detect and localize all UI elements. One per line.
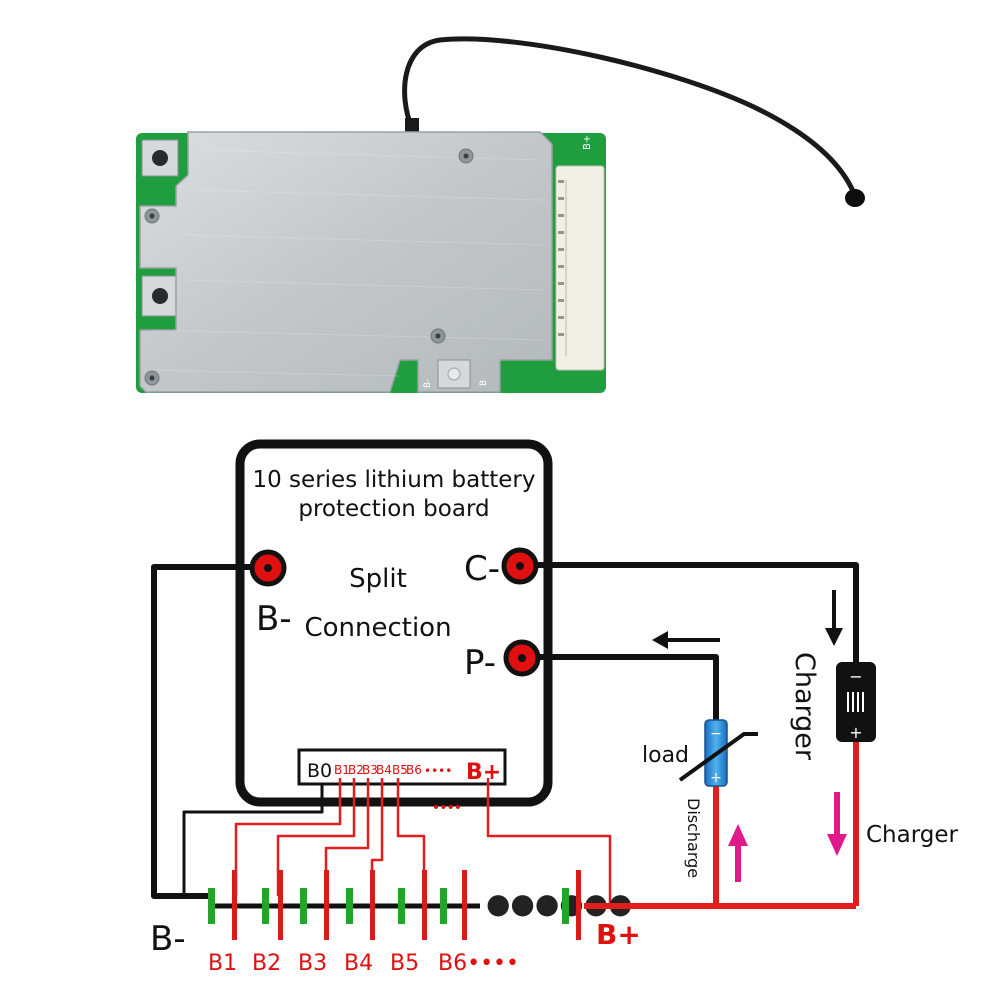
cell-b3 — [300, 870, 329, 940]
cell-string-b-minus: B- — [150, 919, 186, 959]
cell-b5 — [398, 870, 427, 940]
cell-b10 — [562, 870, 581, 940]
charger-down-arrow-black — [825, 590, 843, 646]
cell-b4 — [346, 870, 375, 940]
load-plus: + — [710, 770, 722, 786]
charger-down-arrow-magenta — [827, 792, 847, 856]
label-c-minus-terminal: C- — [464, 549, 500, 589]
label-p-minus-terminal: P- — [464, 643, 496, 683]
load-minus: − — [710, 726, 722, 742]
cell-label-b3: B3 — [298, 951, 327, 976]
wire-p-minus — [522, 654, 719, 722]
connector-pin-b3: B3 — [362, 763, 378, 777]
ntc-probe-tip — [845, 189, 865, 207]
discharge-arrow — [728, 824, 748, 882]
connector-pin-b1: B1 — [334, 763, 350, 777]
cell-label-b1: B1 — [208, 951, 237, 976]
ntc-probe-wire — [402, 36, 858, 199]
cell-b1 — [208, 870, 237, 940]
connector-pin-b5: B5 — [392, 763, 408, 777]
balance-connector — [555, 165, 605, 371]
load-direction-arrow — [652, 631, 720, 649]
protection-board-outline — [235, 439, 553, 807]
label-b-minus-terminal: B- — [256, 599, 292, 639]
load-label: load — [642, 743, 689, 768]
load-symbol: − + — [678, 719, 758, 787]
pcb-silk-b-minus: B- — [423, 379, 433, 388]
discharge-label: Discharge — [684, 798, 703, 878]
connector-b0: B0 — [307, 760, 332, 782]
bms-board-photo: B+ B- B — [136, 36, 865, 393]
charger-plus: + — [849, 723, 862, 742]
cell-label-b5: B5 — [390, 951, 419, 976]
connector-b-plus: B+ — [466, 760, 501, 785]
board-title-line2: protection board — [298, 496, 489, 522]
charger-side-label: Charger — [866, 822, 959, 848]
board-title-line1: 10 series lithium battery — [252, 467, 535, 493]
wire-c-minus — [520, 562, 859, 664]
split-connection-line1: Split — [349, 564, 407, 594]
board-terminals — [249, 547, 541, 677]
charger-vertical-label: Charger — [789, 652, 820, 761]
cell-b6 — [440, 870, 467, 940]
cell-label-b2: B2 — [252, 951, 281, 976]
sense-connector — [297, 748, 507, 786]
pcb-silk-b-plus: B+ — [582, 135, 593, 150]
black-wires — [151, 562, 859, 899]
cell-label-b4: B4 — [344, 951, 373, 976]
wire-b0 — [182, 776, 324, 896]
pcb-silk-b: B — [479, 380, 489, 386]
split-connection-line2: Connection — [304, 613, 451, 643]
connector-ellipsis: •••• — [424, 764, 452, 778]
connector-pin-b2: B2 — [348, 763, 364, 777]
charger-symbol: − + — [836, 662, 876, 742]
connector-pin-b6: B6 — [406, 763, 422, 777]
battery-string: ●●●●●● — [208, 870, 856, 940]
cell-b2 — [262, 870, 283, 940]
cell-label-b6: B6•••• — [438, 951, 519, 976]
connector-pin-b4: B4 — [376, 763, 392, 777]
cell-string-b-plus: B+ — [596, 918, 641, 951]
heatsink-plate — [139, 131, 553, 393]
charger-minus: − — [849, 667, 862, 686]
sense-wire-dots: •••• — [432, 800, 461, 816]
